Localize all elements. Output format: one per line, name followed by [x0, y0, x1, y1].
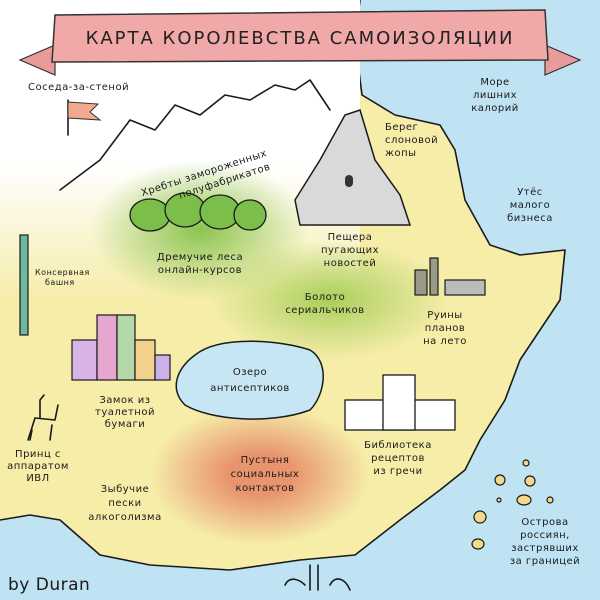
- mermaids-icon: [284, 564, 351, 591]
- cave-mountain-icon: [294, 109, 412, 226]
- mountains-icon: [59, 79, 331, 191]
- lake: [175, 340, 324, 420]
- castle-icon: [71, 314, 171, 381]
- ruins-icon: [414, 257, 486, 296]
- title-banner: КАРТА КОРОЛЕВСТВА САМОИЗОЛЯЦИИ: [18, 9, 582, 76]
- library-icon: [344, 374, 456, 431]
- islands-icon: [471, 459, 554, 550]
- forest-icon: [129, 192, 267, 232]
- prince-icon: [27, 394, 59, 441]
- labels: Соседа-за-стеной Хребты замороженныхполу…: [7, 77, 580, 595]
- cave-entrance-icon: [345, 175, 353, 187]
- tower-icon: [19, 234, 29, 336]
- flag-icon: [67, 99, 102, 136]
- map-title: КАРТА КОРОЛЕВСТВА САМОИЗОЛЯЦИИ: [86, 28, 515, 49]
- coastline: [0, 0, 566, 571]
- swamp-zone: [210, 240, 450, 360]
- label-neighbor: Соседа-за-стеной: [28, 82, 129, 93]
- signature: by Duran: [8, 575, 90, 595]
- desert-zone: [150, 405, 370, 545]
